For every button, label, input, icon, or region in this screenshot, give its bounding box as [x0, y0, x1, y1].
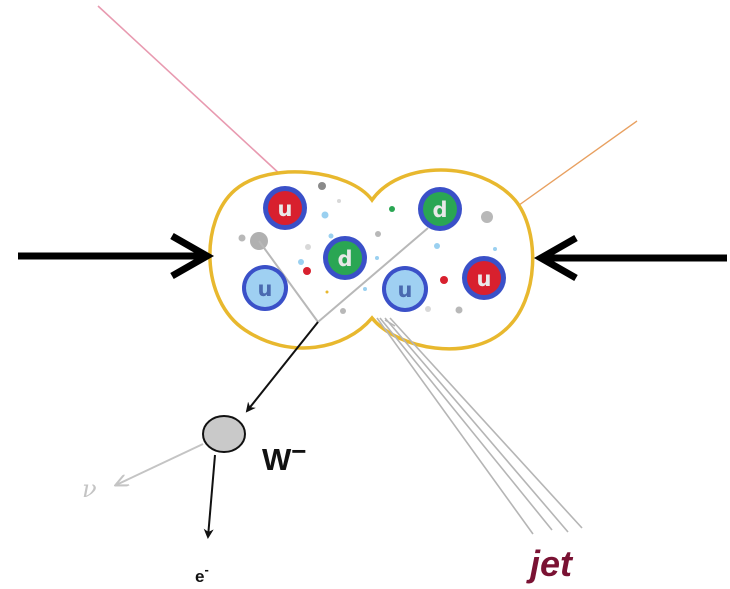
- incoming-track-pink: [97, 5, 283, 177]
- quark-u-red-right: u: [462, 256, 506, 300]
- neutrino-track: [116, 443, 204, 485]
- quark-u-blue-right: u: [382, 266, 428, 312]
- svg-text:d: d: [432, 198, 447, 222]
- parton-track-1: [258, 240, 319, 323]
- w-production-track: [245, 321, 319, 413]
- svg-text:u: u: [258, 277, 273, 301]
- quark-u-blue-left: u: [242, 265, 288, 311]
- jet-tracks: [376, 317, 583, 535]
- w-boson: [202, 415, 246, 453]
- parton-track-2: [317, 227, 429, 323]
- jet-label: jet: [526, 543, 574, 584]
- w-boson-label: W−: [262, 436, 306, 477]
- beam-arrow-right: [533, 234, 727, 282]
- quark-d-green-right: d: [418, 187, 462, 231]
- svg-text:u: u: [398, 278, 413, 302]
- quark-u-red-left: u: [263, 186, 307, 230]
- electron-track: [203, 454, 216, 539]
- svg-text:d: d: [337, 247, 352, 271]
- neutrino-label: ν: [82, 475, 97, 503]
- quark-d-green-left: d: [323, 236, 367, 280]
- svg-text:u: u: [477, 267, 492, 291]
- svg-text:u: u: [278, 197, 293, 221]
- beam-arrow-left: [18, 232, 215, 280]
- electron-label: e-: [195, 562, 209, 586]
